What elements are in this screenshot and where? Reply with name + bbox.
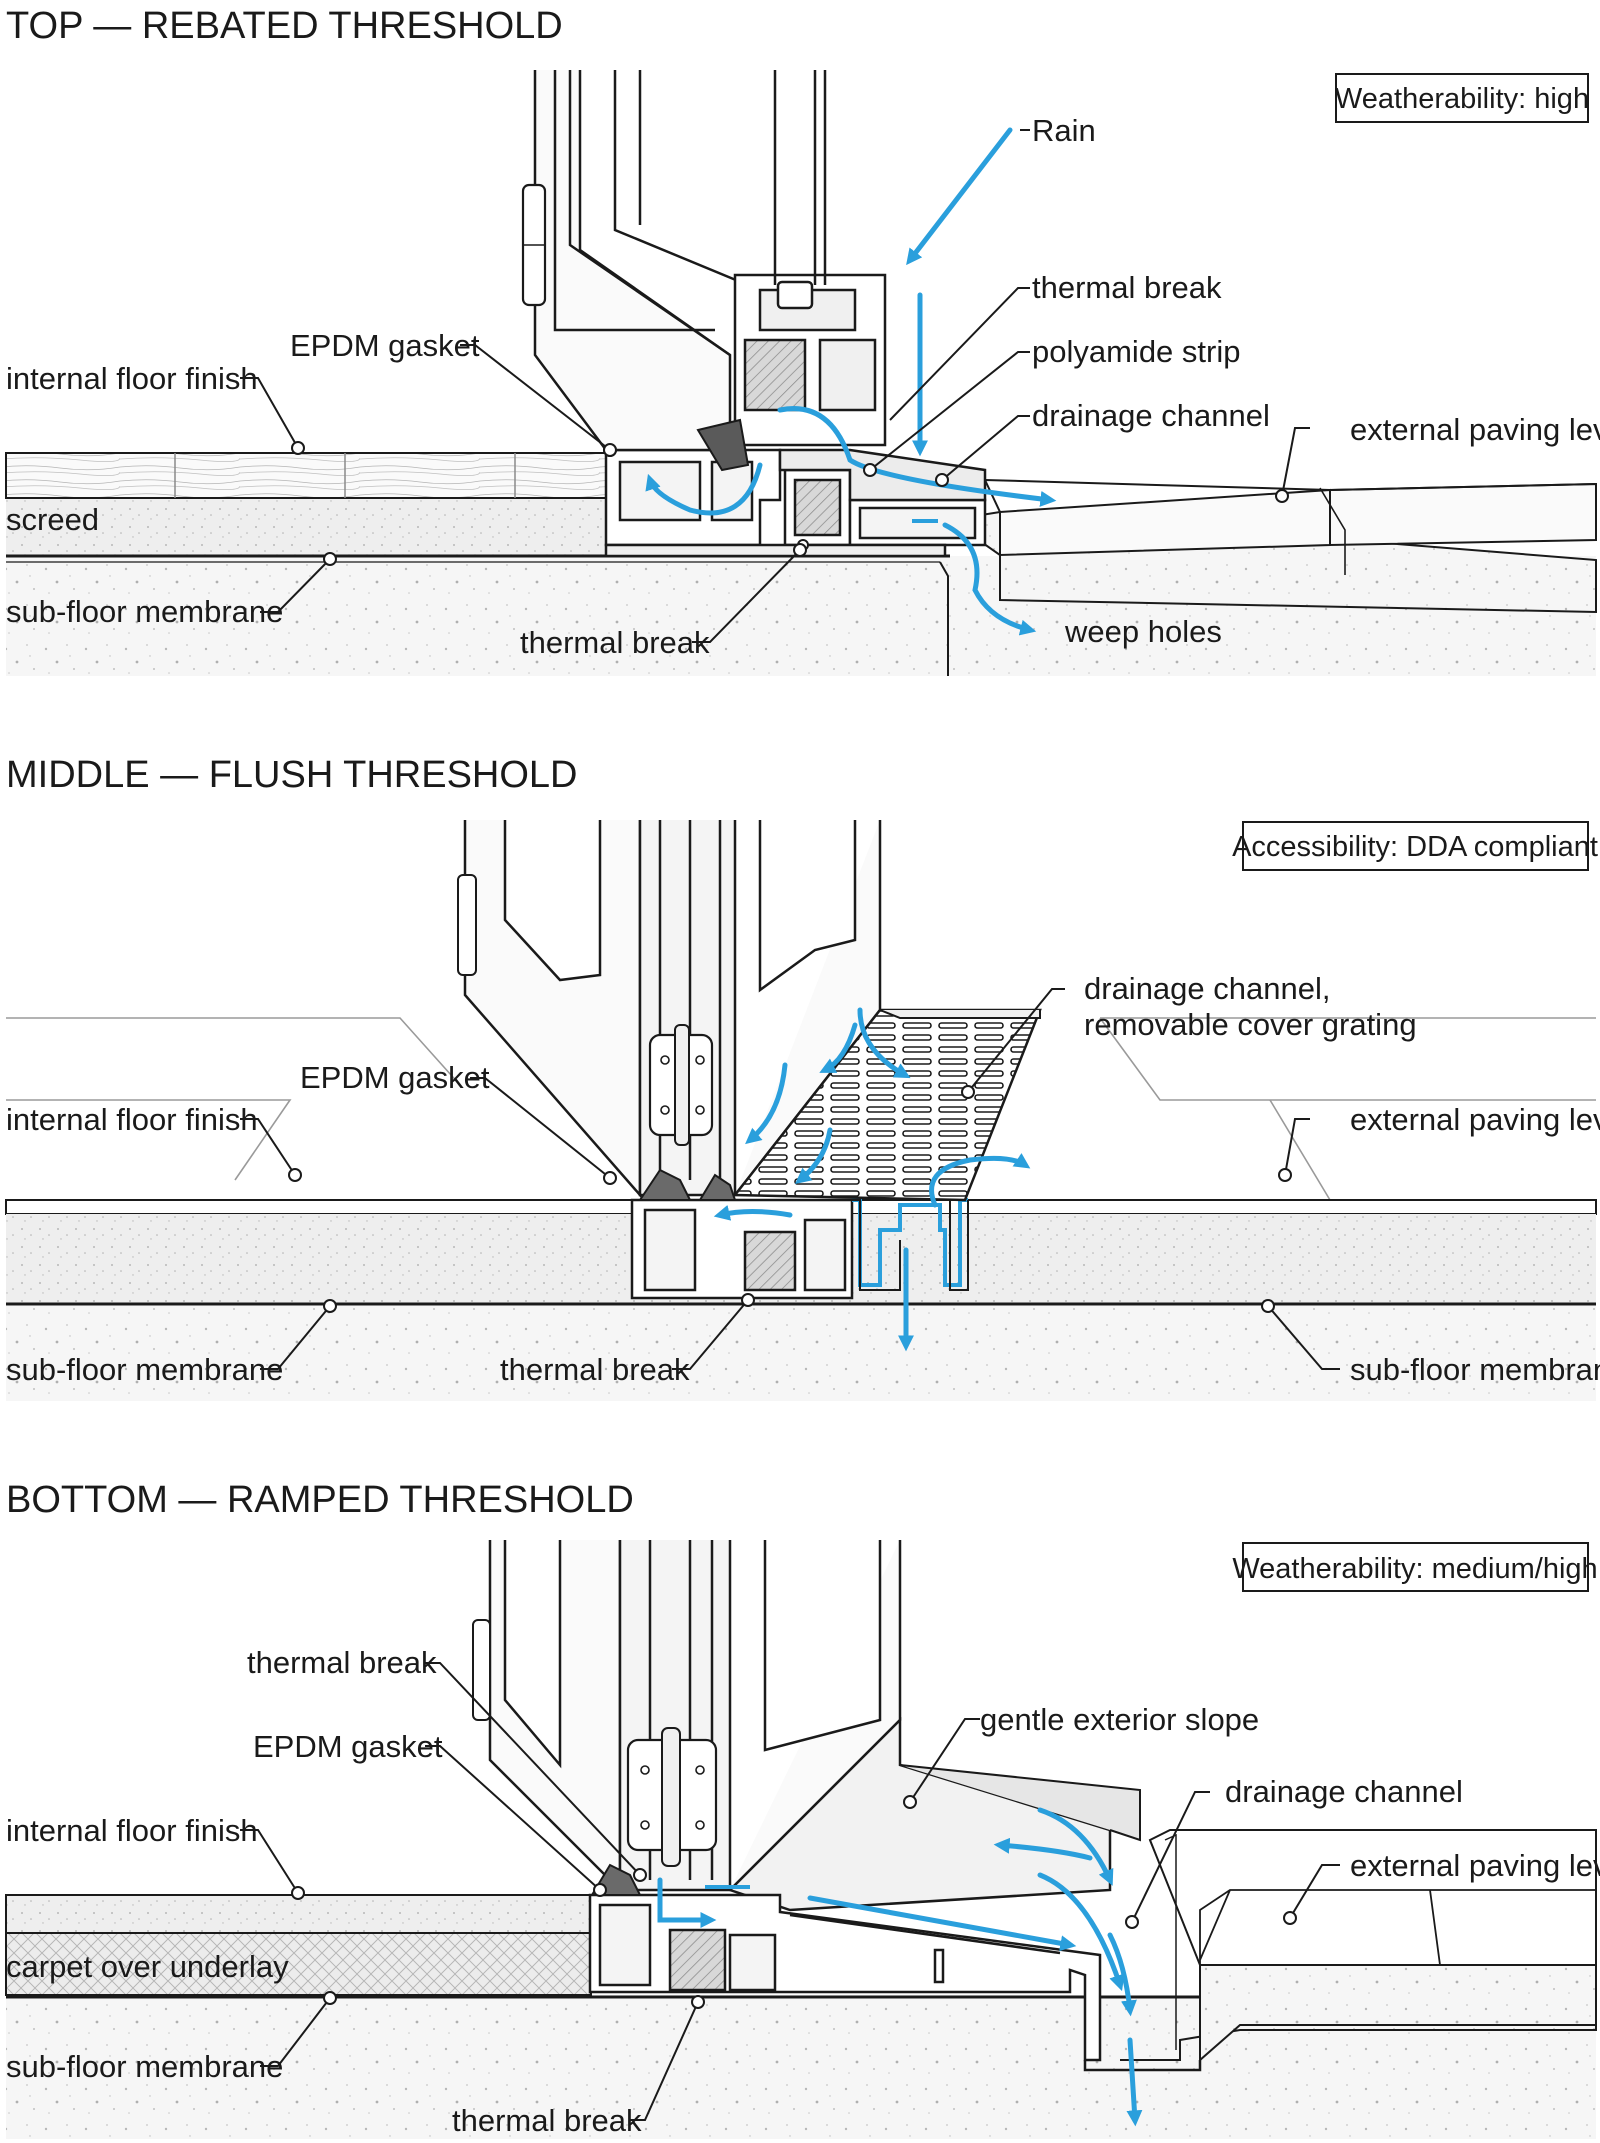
threshold-profile bbox=[588, 1893, 1102, 2062]
internal-floor-finish bbox=[5, 1894, 592, 1934]
paving-slab bbox=[1148, 1829, 1597, 1966]
screed-layer bbox=[6, 498, 606, 556]
label-epdm-gasket: EPDM gasket bbox=[253, 1729, 443, 1764]
hinge-icon bbox=[457, 874, 477, 976]
label-external-paving-level: external paving level bbox=[1350, 1848, 1600, 1883]
label-epdm-gasket: EPDM gasket bbox=[300, 1060, 490, 1095]
section-title: MIDDLE — FLUSH THRESHOLD bbox=[6, 754, 578, 796]
section-title: TOP — REBATED THRESHOLD bbox=[6, 5, 563, 47]
label-leaders bbox=[240, 129, 1310, 643]
status-badge: Accessibility: DDA compliant bbox=[1232, 821, 1598, 871]
label-internal-floor-finish: internal floor finish bbox=[6, 1102, 258, 1137]
label-leaders bbox=[240, 988, 1340, 1370]
threshold-profile bbox=[630, 1198, 854, 1300]
door-frame bbox=[533, 70, 887, 452]
label-drainage-channel: drainage channel bbox=[1032, 398, 1270, 433]
label-thermal-break-lower: thermal break bbox=[520, 625, 710, 660]
status-badge: Weatherability: high bbox=[1335, 73, 1589, 123]
label-external-paving-level: external paving level bbox=[1350, 1102, 1600, 1137]
label-carpet-over-underlay: carpet over underlay bbox=[6, 1949, 289, 1984]
water-flow-arrows bbox=[645, 127, 1057, 636]
label-gentle-exterior-slope: gentle exterior slope bbox=[980, 1702, 1259, 1737]
carpet-layer bbox=[5, 1932, 592, 1996]
section-title: BOTTOM — RAMPED THRESHOLD bbox=[6, 1479, 634, 1521]
label-internal-floor-finish: internal floor finish bbox=[6, 361, 258, 396]
hinge-icon bbox=[472, 1619, 491, 1721]
section-top: TOP — REBATED THRESHOLD Weatherability: … bbox=[5, 5, 1600, 676]
epdm-gasket-seal bbox=[696, 418, 750, 472]
sill-profile bbox=[604, 448, 987, 558]
section-bottom: BOTTOM — RAMPED THRESHOLD Weatherability… bbox=[5, 1479, 1600, 2139]
label-weep-holes: weep holes bbox=[1064, 614, 1222, 649]
water-flow-arrows bbox=[713, 1007, 1031, 1352]
concrete-slab bbox=[6, 1306, 1596, 1401]
label-external-paving-level: external paving level bbox=[1350, 412, 1600, 447]
label-thermal-break: thermal break bbox=[500, 1352, 690, 1387]
label-drainage-channel: drainage channel, bbox=[1084, 971, 1330, 1006]
label-rain: Rain bbox=[1032, 113, 1096, 148]
centre-hinge-icon bbox=[626, 1727, 718, 1867]
label-thermal-break: thermal break bbox=[247, 1645, 437, 1680]
label-screed: screed bbox=[6, 502, 99, 537]
label-sub-floor-membrane: sub-floor membrane bbox=[6, 594, 283, 629]
timber-floor-boards bbox=[5, 452, 607, 499]
label-thermal-break: thermal break bbox=[1032, 270, 1222, 305]
label-leaders bbox=[240, 1662, 1340, 2121]
label-internal-floor-finish: internal floor finish bbox=[6, 1813, 258, 1848]
drainage-channel-tray bbox=[852, 1198, 968, 1287]
water-flow-arrows bbox=[657, 1807, 1143, 2127]
badge-text: Accessibility: DDA compliant bbox=[1232, 831, 1598, 863]
label-sub-floor-membrane-left: sub-floor membrane bbox=[6, 1352, 283, 1387]
status-badge: Weatherability: medium/high bbox=[1232, 1542, 1598, 1592]
badge-text: Weatherability: high bbox=[1335, 83, 1589, 115]
label-epdm-gasket: EPDM gasket bbox=[290, 328, 480, 363]
label-drainage-channel-grating: removable cover grating bbox=[1084, 1007, 1417, 1042]
badge-text: Weatherability: medium/high bbox=[1232, 1553, 1597, 1585]
label-drainage-channel: drainage channel bbox=[1225, 1774, 1463, 1809]
centre-hinge-icon bbox=[648, 1024, 714, 1146]
section-middle: MIDDLE — FLUSH THRESHOLD Accessibility: … bbox=[5, 754, 1600, 1401]
label-thermal-break-lower: thermal break bbox=[452, 2103, 642, 2138]
label-polyamide-strip: polyamide strip bbox=[1032, 334, 1240, 369]
label-sub-floor-membrane: sub-floor membrane bbox=[6, 2049, 283, 2084]
epdm-gasket-seal bbox=[638, 1168, 692, 1201]
label-sub-floor-membrane-right: sub-floor membrane bbox=[1350, 1352, 1600, 1387]
